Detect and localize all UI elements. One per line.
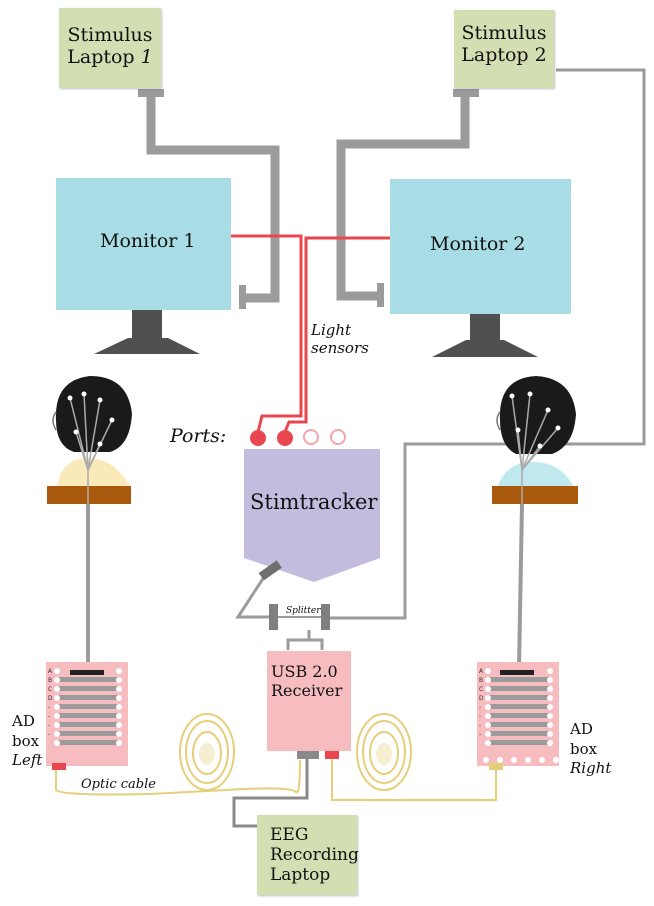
ad-left-row-letter: - (48, 713, 51, 720)
ad-right-row-letter: B (479, 677, 484, 684)
ad-left-row-letter: D (48, 695, 53, 702)
port-3 (303, 429, 319, 445)
light-sensors-label: Light sensors (311, 321, 369, 357)
ad-right-row-letter: - (479, 722, 482, 729)
ad-left-row-letter: C (48, 686, 53, 693)
stimtracker-body (244, 449, 380, 582)
participant-right (492, 376, 578, 669)
receiver-eeg-cable (232, 759, 309, 828)
laptop2-connector (453, 89, 479, 97)
eeg-line3: Laptop (270, 865, 331, 886)
laptop1-line1: Stimulus (67, 24, 153, 46)
ad-right-line3: Right (570, 759, 612, 777)
optic-cable-left (55, 713, 301, 796)
eeg-recording-laptop-label: EEG Recording Laptop (262, 825, 360, 885)
ad-right-line1: AD (570, 720, 593, 738)
usb-receiver-label: USB 2.0 Receiver (269, 662, 351, 701)
ad-box-left (46, 662, 128, 770)
monitor-1 (56, 178, 231, 310)
monitor-2 (390, 179, 571, 314)
stimulus-laptop-2 (454, 10, 554, 88)
ad-right-row-letter: - (479, 704, 482, 711)
stimulus-laptop-1 (59, 8, 161, 88)
monitor-2-label: Monitor 2 (430, 233, 526, 255)
stimtracker-out-connector (258, 560, 282, 581)
participant-left (47, 376, 132, 668)
usb-receiver-body (267, 651, 351, 751)
port-2 (277, 430, 293, 446)
ad-right-row-letter: D (479, 695, 484, 702)
usb-receiver-port-red (325, 751, 339, 759)
port-4 (330, 429, 346, 445)
monitor2-stand (432, 314, 538, 357)
ad-box-right-label: AD box Right (570, 720, 611, 779)
ad-box-right (477, 662, 559, 770)
ports-label: Ports: (170, 425, 227, 447)
eeg-line2: Recording (270, 845, 359, 866)
stimulus-laptop-1-label: Stimulus Laptop 1 (59, 24, 161, 69)
laptop2-line2: Laptop 2 (461, 44, 547, 67)
ad-left-line1: AD (12, 712, 35, 730)
ad-right-row-letter: - (479, 731, 482, 738)
splitter-label: Splitter (286, 606, 321, 616)
monitor1-connector (239, 285, 246, 309)
ad-right-line2: box (570, 739, 598, 758)
monitor-1-label: Monitor 1 (100, 230, 196, 252)
usb-line2: Receiver (271, 680, 343, 700)
ad-left-row-letter: A (48, 668, 53, 675)
ports (250, 429, 346, 446)
monitor1-stand (94, 310, 200, 354)
port-1 (250, 430, 266, 446)
ad-box-left-label: AD box Left (12, 712, 42, 771)
laptop1-monitor1-cable (146, 93, 280, 303)
ad-left-line3: Left (12, 751, 43, 769)
ad-left-row-letter: B (48, 677, 53, 684)
usb-line1: USB 2.0 (271, 662, 338, 681)
ad-left-row-letter: - (48, 704, 51, 711)
optic-cable-right (331, 713, 497, 801)
eeg-line1: EEG (270, 825, 309, 845)
laptop2-monitor2-cable (336, 93, 470, 301)
ad-right-row-letter: - (479, 713, 482, 720)
splitter (269, 604, 330, 650)
laptop1-number: 1 (140, 46, 153, 69)
monitor2-connector (377, 283, 384, 307)
light-sensors-line2: sensors (311, 339, 369, 357)
laptop1-line2: Laptop (67, 46, 135, 69)
ad-left-row-letter: - (48, 731, 51, 738)
laptop2-line1: Stimulus (461, 22, 547, 44)
light-sensors-line1: Light (311, 321, 352, 339)
eeg-recording-laptop (257, 815, 357, 895)
ad-left-row-letters: A B C D - - - - (48, 667, 53, 739)
optic-cable-label: Optic cable (81, 777, 156, 792)
stimulus-laptop-2-label: Stimulus Laptop 2 (454, 22, 554, 67)
laptop1-connector (138, 89, 164, 97)
stimtracker-splitter-cable (235, 573, 272, 619)
ad-right-row-letters: A B C D - - - - (479, 667, 484, 739)
light-sensor-cables (217, 234, 400, 433)
stimtracker-label: Stimtracker (250, 490, 378, 514)
ad-right-row-letter: C (479, 686, 484, 693)
usb-receiver-port-gray (297, 751, 319, 759)
ad-left-line2: box (12, 731, 40, 750)
ad-right-row-letter: A (479, 668, 484, 675)
ad-left-row-letter: - (48, 722, 51, 729)
